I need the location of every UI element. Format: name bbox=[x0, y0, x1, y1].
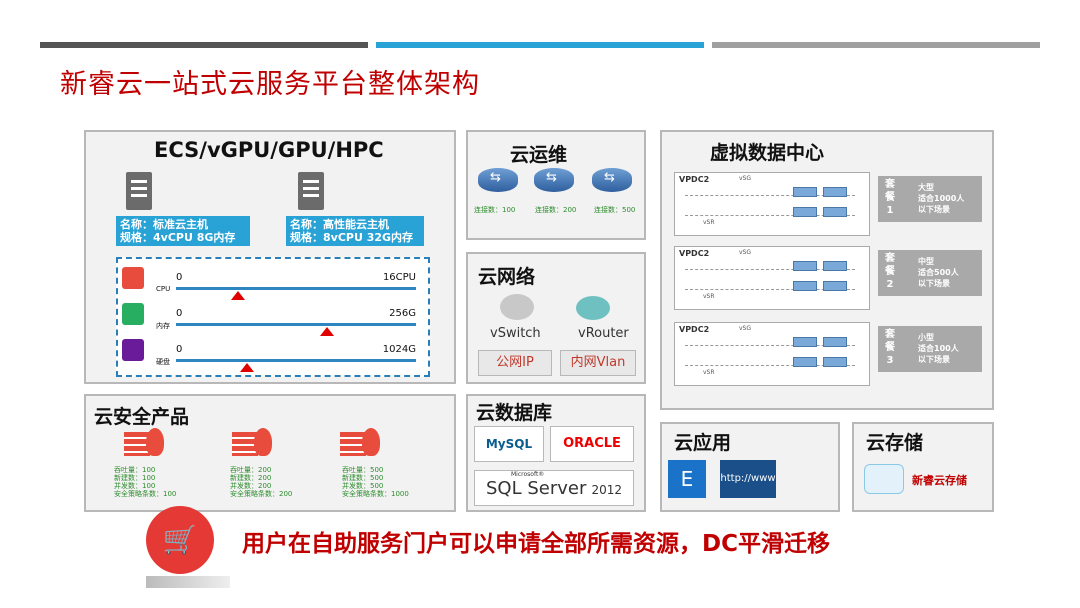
private-vlan-button[interactable]: 内网Vlan bbox=[560, 350, 636, 376]
memory-icon bbox=[122, 303, 144, 325]
package-desc: 大型 适合1000人 以下场景 bbox=[918, 183, 965, 214]
cart-shadow bbox=[146, 576, 230, 588]
host1-label: 名称：标准云主机 规格：4vCPU 8G内存 bbox=[116, 216, 250, 246]
resource-row-disk: 硬盘 0 1024G bbox=[118, 335, 428, 375]
resource-min: 0 bbox=[176, 272, 183, 283]
network-heading: 云网络 bbox=[478, 266, 536, 288]
oracle-logo: ORACLE bbox=[550, 426, 634, 462]
firewall-icon bbox=[232, 428, 272, 458]
resource-name: 内存 bbox=[156, 322, 170, 330]
package-desc: 小型 适合100人 以下场景 bbox=[918, 333, 959, 364]
host2-label: 名称：高性能云主机 规格：8vCPU 32G内存 bbox=[286, 216, 424, 246]
resource-name: 硬盘 bbox=[156, 358, 170, 366]
load-balancer-icon bbox=[592, 168, 632, 192]
vswitch-icon bbox=[500, 294, 534, 320]
host2-spec: 规格：8vCPU 32G内存 bbox=[290, 231, 414, 244]
header-bar-3 bbox=[712, 42, 1040, 48]
resource-slider-handle[interactable] bbox=[231, 291, 245, 300]
resource-slider-track[interactable] bbox=[176, 323, 416, 326]
vsr-label: vSR bbox=[703, 369, 715, 376]
package-medium[interactable]: 套 餐 2 中型 适合500人 以下场景 bbox=[878, 250, 982, 296]
page-title: 新睿云一站式云服务平台整体架构 bbox=[60, 69, 480, 100]
ops-connections: 连接数：500 bbox=[594, 206, 636, 214]
public-ip-button[interactable]: 公网IP bbox=[478, 350, 552, 376]
browser-icon: http://www bbox=[720, 460, 776, 498]
resource-slider-track[interactable] bbox=[176, 287, 416, 290]
vsg-label: vSG bbox=[739, 325, 752, 332]
resource-selector: CPU 0 16CPU 内存 0 256G 硬盘 0 1024G bbox=[116, 257, 430, 377]
vsg-label: vSG bbox=[739, 175, 752, 182]
resource-min: 0 bbox=[176, 308, 183, 319]
vdc-diagram: VPDC2 vSG vSR bbox=[674, 322, 870, 386]
vdc-diagram: VPDC2 vSG vSR bbox=[674, 172, 870, 236]
header-bar-2 bbox=[376, 42, 704, 48]
vdc-diagram-label: VPDC2 bbox=[679, 249, 710, 258]
apps-heading: 云应用 bbox=[674, 432, 732, 454]
storage-brand: 新睿云存储 bbox=[912, 474, 967, 487]
load-balancer-icon bbox=[534, 168, 574, 192]
vdc-diagram-label: VPDC2 bbox=[679, 175, 710, 184]
sqlserver-logo: Microsoft® SQL Server 2012 bbox=[474, 470, 634, 506]
database-heading: 云数据库 bbox=[476, 402, 553, 424]
vrouter-label: vRouter bbox=[578, 326, 629, 341]
footer-slogan: 用户在自助服务门户可以申请全部所需资源，DC平滑迁移 bbox=[242, 531, 830, 557]
security-heading: 云安全产品 bbox=[94, 406, 190, 428]
ecs-heading: ECS/vGPU/GPU/HPC bbox=[154, 138, 384, 162]
package-small[interactable]: 套 餐 3 小型 适合100人 以下场景 bbox=[878, 326, 982, 372]
resource-slider-track[interactable] bbox=[176, 359, 416, 362]
resource-max: 256G bbox=[389, 308, 416, 319]
server-icon bbox=[126, 172, 152, 210]
package-large[interactable]: 套 餐 1 大型 适合1000人 以下场景 bbox=[878, 176, 982, 222]
vsr-label: vSR bbox=[703, 293, 715, 300]
resource-slider-handle[interactable] bbox=[240, 363, 254, 372]
header-bar-1 bbox=[40, 42, 368, 48]
package-desc: 中型 适合500人 以下场景 bbox=[918, 257, 959, 288]
firewall-icon bbox=[340, 428, 380, 458]
resource-max: 16CPU bbox=[382, 272, 416, 283]
package-label: 套 餐 3 bbox=[885, 329, 895, 366]
vdc-diagram: VPDC2 vSG vSR bbox=[674, 246, 870, 310]
package-label: 套 餐 2 bbox=[885, 253, 895, 290]
host1-name: 名称：标准云主机 bbox=[120, 218, 208, 231]
package-label: 套 餐 1 bbox=[885, 179, 895, 216]
host1-spec: 规格：4vCPU 8G内存 bbox=[120, 231, 236, 244]
vsg-label: vSG bbox=[739, 249, 752, 256]
cpu-icon bbox=[122, 267, 144, 289]
resource-row-cpu: CPU 0 16CPU bbox=[118, 263, 428, 303]
host2-name: 名称：高性能云主机 bbox=[290, 218, 389, 231]
storage-heading: 云存储 bbox=[866, 432, 924, 454]
resource-name: CPU bbox=[156, 285, 171, 293]
shopping-cart-icon: 🛒 bbox=[146, 506, 214, 574]
server-icon bbox=[298, 172, 324, 210]
ops-connections: 连接数：200 bbox=[535, 206, 577, 214]
vdc-heading: 虚拟数据中心 bbox=[710, 142, 825, 164]
firewall-icon bbox=[124, 428, 164, 458]
resource-max: 1024G bbox=[382, 344, 416, 355]
vsr-label: vSR bbox=[703, 219, 715, 226]
resource-min: 0 bbox=[176, 344, 183, 355]
vswitch-label: vSwitch bbox=[490, 326, 541, 341]
security-panel bbox=[84, 394, 456, 512]
load-balancer-icon bbox=[478, 168, 518, 192]
vdc-diagram-label: VPDC2 bbox=[679, 325, 710, 334]
exchange-icon: E bbox=[668, 460, 706, 498]
vrouter-icon bbox=[576, 296, 610, 320]
disk-icon bbox=[122, 339, 144, 361]
ops-connections: 连接数：100 bbox=[474, 206, 516, 214]
ops-heading: 云运维 bbox=[510, 144, 568, 166]
mysql-logo: MySQL bbox=[474, 426, 544, 462]
cloud-storage-icon bbox=[864, 464, 904, 494]
resource-row-memory: 内存 0 256G bbox=[118, 299, 428, 339]
resource-slider-handle[interactable] bbox=[320, 327, 334, 336]
